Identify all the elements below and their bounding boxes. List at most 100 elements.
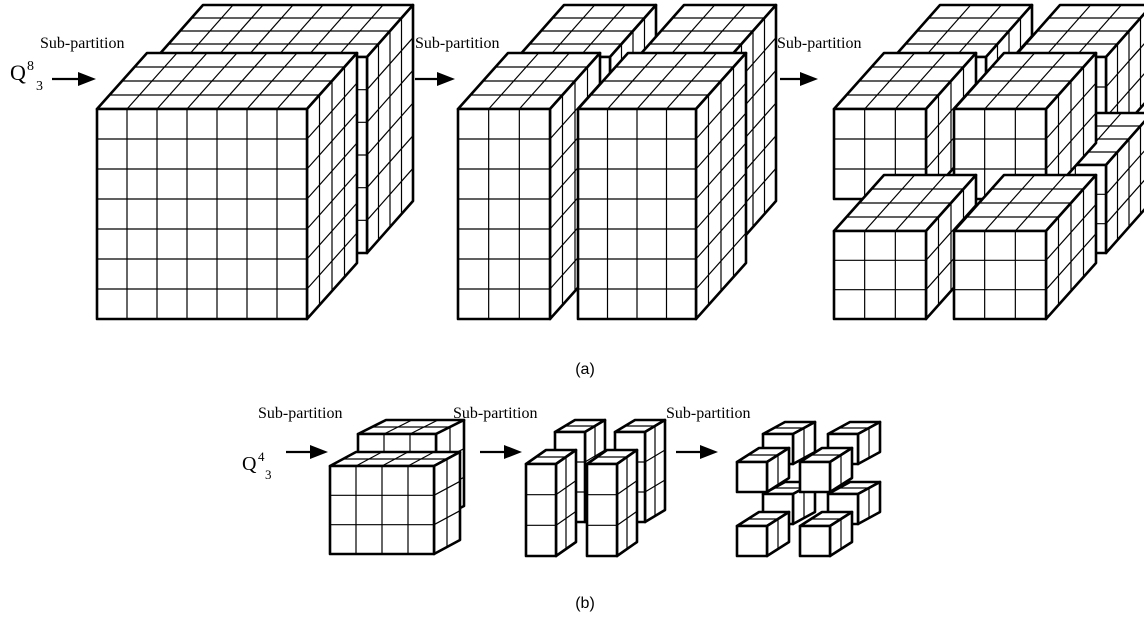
panel-a [52, 3, 1144, 321]
grid-line [616, 480, 638, 496]
arrow-a3 [780, 72, 818, 86]
front-face [952, 229, 1048, 321]
grid-lines [811, 454, 842, 485]
arrow-head [310, 445, 328, 459]
grid-lines [811, 518, 842, 549]
grid-lines [839, 427, 870, 458]
stage3-front-bottom-left [832, 173, 978, 321]
step-label-a2: Sub-partition [415, 35, 499, 52]
grid-lines [954, 174, 1097, 319]
stage3-front-bottom-left [735, 510, 791, 558]
grid-line [555, 480, 577, 496]
input-symbol: Q [10, 60, 26, 85]
grid-line [1045, 233, 1097, 291]
grid-line [616, 510, 638, 526]
arrow-b1 [286, 445, 328, 459]
grid-line [695, 202, 747, 260]
front-face [735, 524, 769, 558]
grid-line [695, 142, 747, 200]
front-face [95, 107, 309, 321]
step-label-a1: Sub-partition [40, 35, 124, 52]
panel-a-input-label: Q 8 3 [10, 59, 43, 94]
stage3-front-top-left [832, 51, 978, 201]
step-label-b2: Sub-partition [453, 405, 537, 422]
step-label-a3: Sub-partition [777, 35, 861, 52]
grid-lines [526, 456, 577, 549]
arrow-b3 [676, 445, 718, 459]
front-face [524, 462, 558, 558]
grid-lines [839, 487, 870, 518]
grid-lines [578, 52, 747, 319]
grid-line [366, 167, 414, 221]
step-label-b1: Sub-partition [258, 405, 342, 422]
grid-line [366, 135, 414, 189]
grid-line [1045, 112, 1097, 170]
grid-line [306, 82, 358, 140]
grid-line [1105, 43, 1144, 88]
grid-line [644, 449, 666, 463]
stage2-front-right [576, 51, 748, 321]
grid-line [1105, 179, 1144, 225]
grid-lines [330, 451, 461, 554]
grid-line [1105, 73, 1144, 118]
stage1-front-slab [95, 51, 359, 321]
panel-b [286, 418, 882, 558]
stage3-front-top-right [798, 446, 854, 494]
grid-line [695, 82, 747, 140]
arrow-a1 [52, 72, 96, 86]
grid-line [555, 510, 577, 526]
arrow-b2 [480, 445, 522, 459]
grid-line [433, 510, 461, 526]
arrow-head [78, 72, 96, 86]
grid-lines [97, 52, 358, 319]
grid-line [366, 69, 414, 123]
arrow-head [700, 445, 718, 459]
grid-lines [748, 454, 779, 485]
front-face [832, 229, 928, 321]
input-symbol: Q [242, 453, 257, 475]
caption-b: (b) [575, 595, 595, 612]
arrow-head [504, 445, 522, 459]
grid-line [695, 172, 747, 230]
input-superscript: 8 [27, 59, 34, 74]
grid-line [695, 232, 747, 290]
grid-lines [748, 518, 779, 549]
caption-a: (a) [575, 361, 595, 378]
grid-line [1045, 203, 1097, 261]
stage2-front-right [585, 448, 639, 558]
panel-b-input-label: Q 4 3 [242, 449, 272, 482]
arrow-head [800, 72, 818, 86]
front-face [798, 524, 832, 558]
stage1-front-slab [328, 450, 462, 556]
front-face [798, 460, 832, 494]
grid-line [366, 37, 414, 91]
stage3-front-bottom-right [798, 510, 854, 558]
grid-line [695, 112, 747, 170]
input-subscript: 3 [265, 467, 272, 482]
stage3-front-bottom-right [952, 173, 1098, 321]
step-label-b3: Sub-partition [666, 405, 750, 422]
grid-line [584, 449, 606, 463]
front-face [585, 462, 619, 558]
grid-line [306, 202, 358, 260]
grid-line [306, 232, 358, 290]
grid-line [925, 203, 977, 261]
front-face [735, 460, 769, 494]
input-subscript: 3 [36, 79, 43, 94]
stage2-front-left [456, 51, 602, 321]
arrow-head [437, 72, 455, 86]
grid-lines [774, 427, 805, 458]
grid-line [644, 479, 666, 493]
stage3-front-top-left [735, 446, 791, 494]
front-face [456, 107, 552, 321]
grid-line [433, 480, 461, 496]
input-superscript: 4 [258, 449, 265, 464]
stage2-front-left [524, 448, 578, 558]
grid-line [1045, 82, 1097, 140]
grid-lines [587, 456, 638, 549]
arrow-a2 [415, 72, 455, 86]
grid-line [366, 102, 414, 156]
grid-line [1105, 150, 1144, 195]
grid-line [306, 172, 358, 230]
